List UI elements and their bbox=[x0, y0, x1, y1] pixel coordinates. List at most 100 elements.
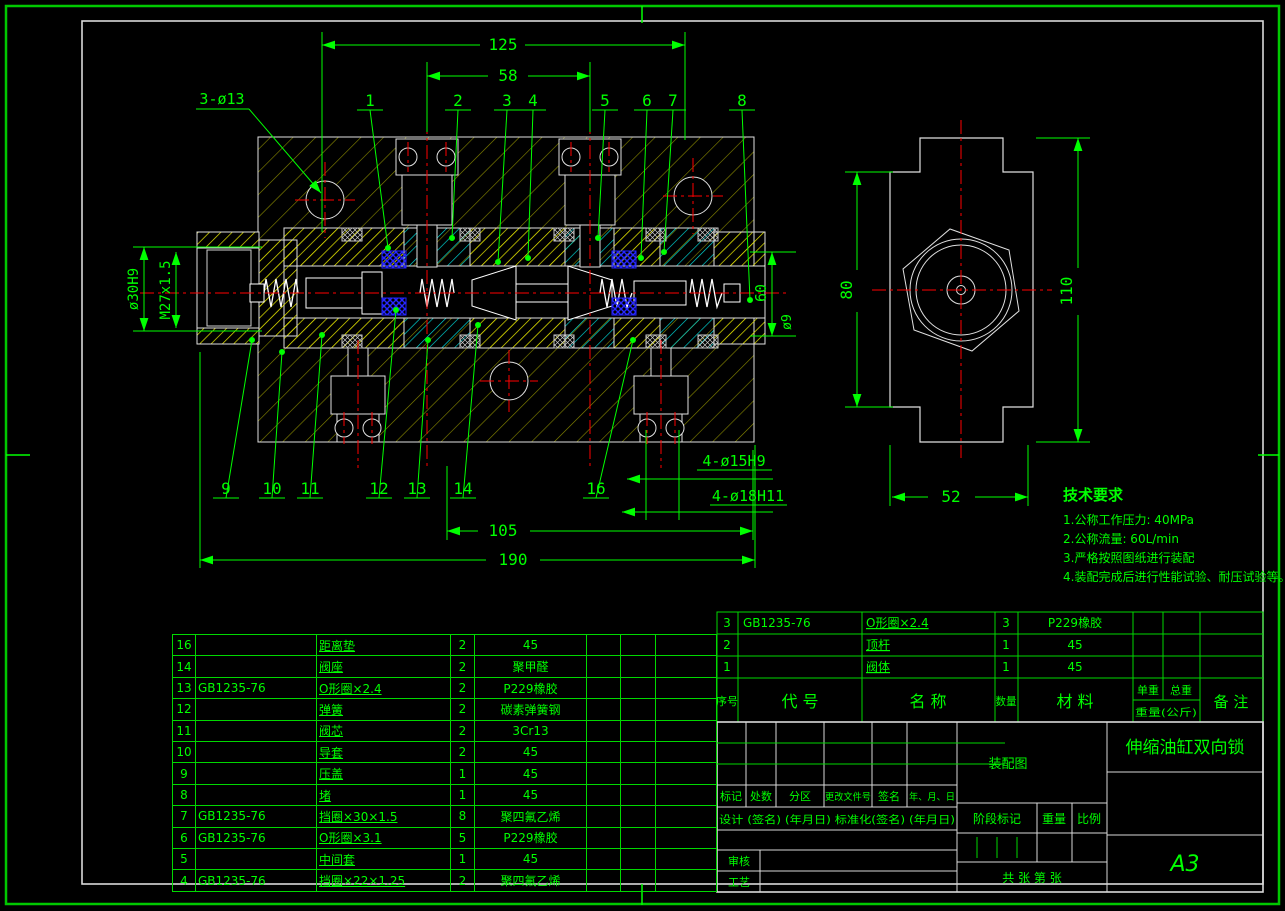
bom-cell bbox=[655, 698, 717, 721]
bom-cell bbox=[655, 762, 717, 785]
bom-cell: 4 bbox=[172, 869, 196, 892]
bom-header-code: 代 号 bbox=[781, 692, 818, 711]
bom-cell: 距离垫 bbox=[316, 633, 451, 657]
title-block: 标记 处数 分区 更改文件号 签名 年、月、日 设计 (签名) (年月日) 标准… bbox=[716, 721, 1264, 893]
bom-cell bbox=[655, 741, 717, 764]
tb-paper-size: A3 bbox=[1168, 852, 1199, 877]
balloon-1: 1 bbox=[365, 91, 375, 110]
tb-check: 审核 bbox=[728, 854, 750, 868]
bom-cell: 11 bbox=[172, 719, 196, 743]
tb-drawing-type: 装配图 bbox=[988, 757, 1027, 772]
bom-header-qty: 数量 bbox=[996, 695, 1017, 708]
dim-105: 105 bbox=[489, 521, 518, 540]
bom-cell: 3 bbox=[1002, 616, 1010, 630]
balloon-leaders bbox=[213, 109, 755, 499]
bom-cell bbox=[195, 848, 317, 871]
bom-header-name: 名 称 bbox=[909, 692, 946, 711]
bom-cell: 聚四氟乙烯 bbox=[474, 805, 587, 828]
bom-cell: O形圈×3.1 bbox=[316, 826, 451, 850]
bom-cell: O形圈×2.4 bbox=[866, 616, 929, 630]
bom-cell bbox=[586, 698, 621, 721]
balloon-4: 4 bbox=[528, 91, 538, 110]
balloon-8: 8 bbox=[737, 91, 747, 110]
bom-cell: 挡圈×30×1.5 bbox=[316, 805, 451, 828]
left-fitting bbox=[196, 231, 298, 345]
bom-cell bbox=[586, 676, 621, 700]
bom-cell bbox=[620, 698, 656, 721]
tb-scale: 比例 bbox=[1077, 812, 1101, 826]
tb-rev-zone: 分区 bbox=[789, 790, 811, 803]
bom-cell: 13 bbox=[172, 676, 196, 700]
balloon-7: 7 bbox=[668, 91, 678, 110]
bom-cell: GB1235-76 bbox=[195, 826, 317, 850]
bom-cell bbox=[620, 633, 656, 657]
spacer-stacks bbox=[341, 227, 719, 349]
tb-sheet: 共 张 第 张 bbox=[1002, 871, 1061, 885]
bom-cell: 12 bbox=[172, 698, 196, 721]
tech-requirement-item: 3.严格按照图纸进行装配 bbox=[1063, 551, 1195, 565]
bom-cell bbox=[620, 655, 656, 678]
centerlines bbox=[140, 120, 790, 470]
bom-cell bbox=[195, 719, 317, 743]
dim-190: 190 bbox=[499, 550, 528, 569]
bom-cell: 3 bbox=[723, 616, 731, 630]
bom-cell bbox=[655, 676, 717, 700]
balloon-3: 3 bbox=[502, 91, 512, 110]
bom-cell: 阀芯 bbox=[316, 719, 451, 743]
bom-cell: 碳素弹簧钢 bbox=[474, 698, 587, 721]
dim-60: 60 bbox=[752, 284, 770, 302]
bom-cell: P229橡胶 bbox=[474, 676, 587, 700]
side-view-centerlines bbox=[872, 120, 1052, 458]
bom-cell bbox=[195, 783, 317, 807]
balloon-2: 2 bbox=[453, 91, 463, 110]
bom-cell bbox=[620, 719, 656, 743]
bom-cell: 45 bbox=[1067, 638, 1082, 652]
tech-requirement-item: 4.装配完成后进行性能试验、耐压试验等。 bbox=[1063, 570, 1285, 584]
tb-rev-mark: 标记 bbox=[720, 789, 742, 803]
bom-cell: 5 bbox=[172, 848, 196, 871]
bom-cell: 1 bbox=[450, 762, 475, 785]
bom-cell bbox=[586, 826, 621, 850]
bom-cell bbox=[620, 676, 656, 700]
balloon-5: 5 bbox=[600, 91, 610, 110]
tb-rev-date: 年、月、日 bbox=[909, 791, 955, 803]
bom-cell bbox=[586, 741, 621, 764]
side-view bbox=[872, 120, 1052, 458]
bom-cell: 8 bbox=[450, 805, 475, 828]
bom-cell bbox=[586, 805, 621, 828]
bom-cell: O形圈×2.4 bbox=[316, 676, 451, 700]
tb-rev-count: 处数 bbox=[750, 790, 772, 803]
bom-cell: 45 bbox=[474, 762, 587, 785]
tech-requirements-title: 技术要求 bbox=[1063, 486, 1124, 504]
bom-cell bbox=[195, 698, 317, 721]
dimensions bbox=[133, 32, 1090, 568]
bom-cell: 2 bbox=[450, 655, 475, 678]
bom-table-right: 3 GB1235-76 O形圈×2.4 3 P229橡胶 2 顶杆 1 45 1… bbox=[716, 611, 1264, 723]
balloon-numbers: 1 2 3 4 5 6 7 8 9 10 11 12 13 14 16 bbox=[221, 91, 747, 498]
bom-cell bbox=[620, 783, 656, 807]
dim-m27: M27x1.5 bbox=[158, 260, 174, 319]
balloon-11: 11 bbox=[300, 479, 319, 498]
bom-cell: 中间套 bbox=[316, 848, 451, 871]
bom-cell: 导套 bbox=[316, 741, 451, 764]
tb-process: 工艺 bbox=[728, 876, 750, 889]
bom-header-material: 材 料 bbox=[1056, 692, 1093, 711]
bom-cell: P229橡胶 bbox=[474, 826, 587, 850]
bom-cell: 堵 bbox=[316, 783, 451, 807]
bom-cell: 45 bbox=[474, 783, 587, 807]
tech-requirement-item: 1.公称工作压力: 40MPa bbox=[1063, 513, 1194, 527]
tech-requirement-item: 2.公称流量: 60L/min bbox=[1063, 532, 1179, 546]
tb-rev-sign: 签名 bbox=[878, 789, 900, 803]
bom-header-remark: 备 注 bbox=[1214, 693, 1249, 711]
bom-cell: 2 bbox=[723, 638, 731, 652]
bom-cell: 1 bbox=[450, 783, 475, 807]
bom-cell: 1 bbox=[1002, 638, 1010, 652]
bom-cell: 2 bbox=[450, 698, 475, 721]
